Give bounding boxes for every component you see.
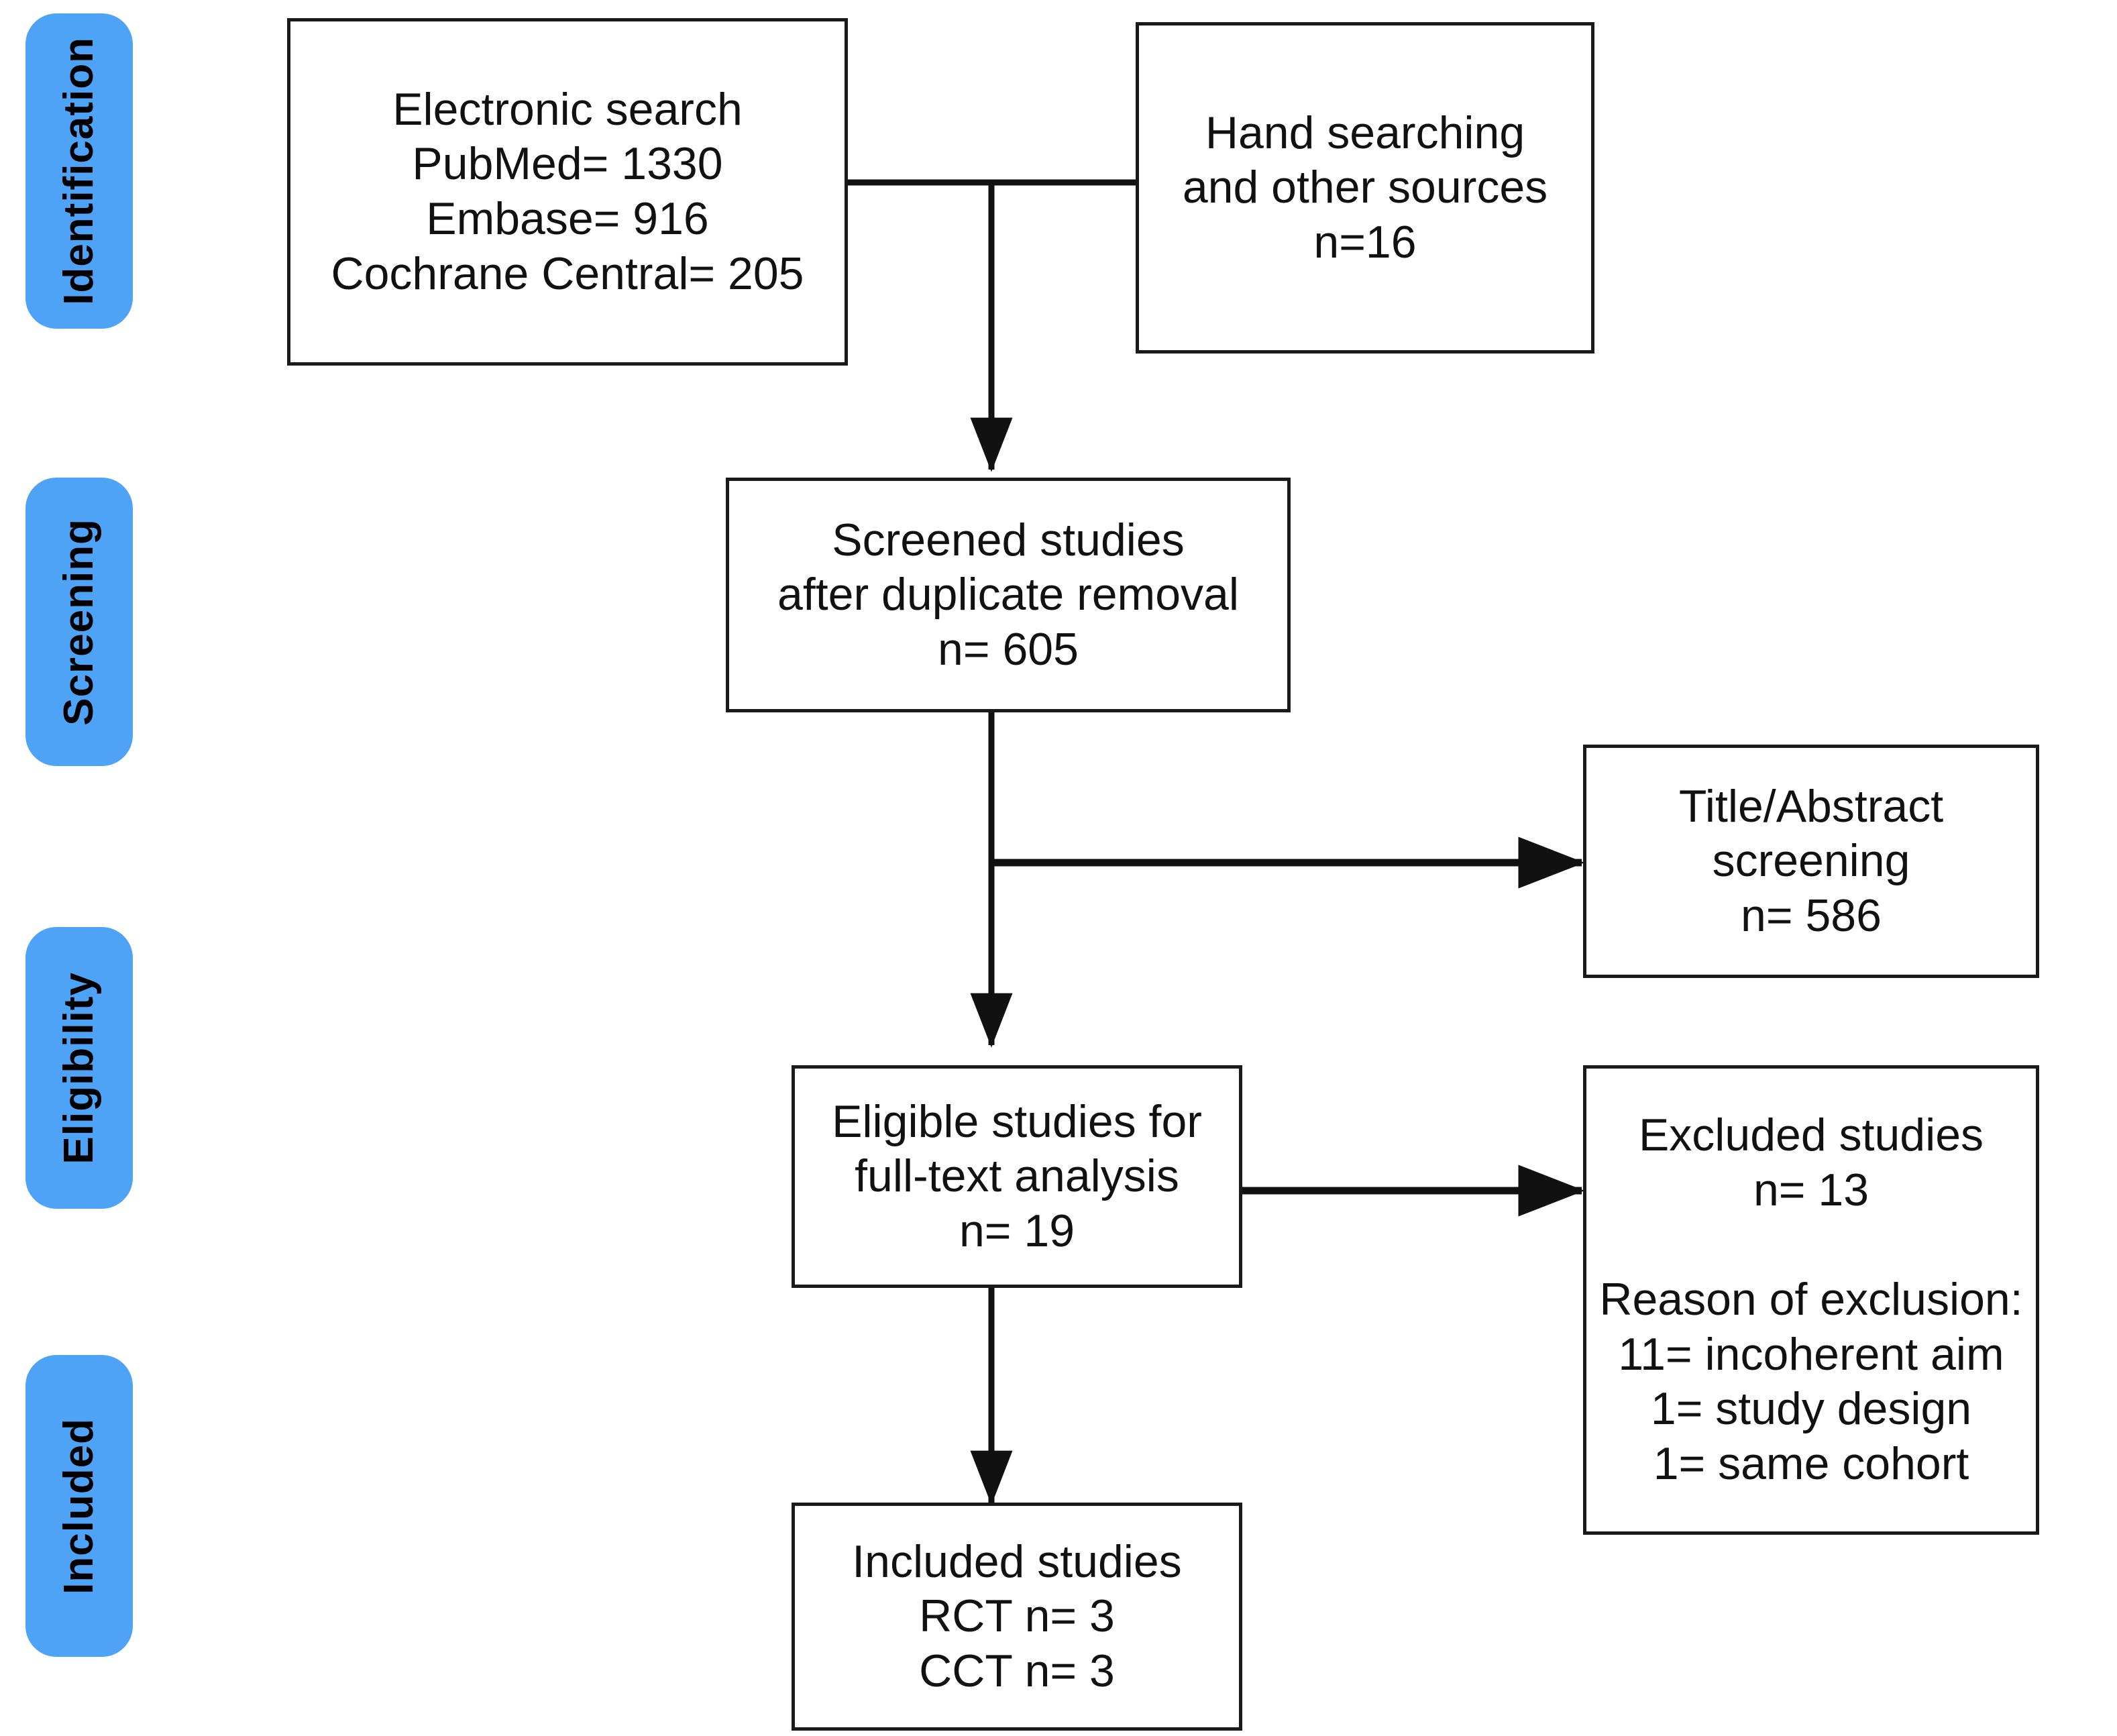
box-screened-studies: Screened studies after duplicate removal… — [726, 478, 1291, 712]
box-included-studies-text: Included studies RCT n= 3 CCT n= 3 — [852, 1535, 1182, 1696]
box-excluded-studies: Excluded studies n= 13 Reason of exclusi… — [1583, 1065, 2039, 1535]
box-title-abstract-screening: Title/Abstract screening n= 586 — [1583, 745, 2039, 978]
stage-label-screening: Screening — [56, 518, 102, 726]
box-hand-searching-text: Hand searching and other sources n=16 — [1182, 107, 1548, 268]
box-eligible-studies-text: Eligible studies for full-text analysis … — [832, 1095, 1202, 1256]
box-screened-studies-text: Screened studies after duplicate removal… — [777, 514, 1239, 675]
stage-label-identification: Identification — [56, 37, 102, 305]
box-electronic-search-text: Electronic search PubMed= 1330 Embase= 9… — [331, 83, 804, 299]
box-title-abstract-screening-text: Title/Abstract screening n= 586 — [1678, 780, 1944, 941]
box-electronic-search: Electronic search PubMed= 1330 Embase= 9… — [287, 18, 848, 366]
connector-search-join — [847, 179, 1137, 472]
stage-pill-included: Included — [25, 1355, 133, 1657]
stage-pill-screening: Screening — [25, 478, 133, 766]
stage-label-included: Included — [56, 1417, 102, 1594]
stage-pill-eligibility: Eligibility — [25, 927, 133, 1209]
box-excluded-studies-text: Excluded studies n= 13 Reason of exclusi… — [1599, 1109, 2023, 1489]
box-hand-searching: Hand searching and other sources n=16 — [1136, 22, 1594, 354]
box-included-studies: Included studies RCT n= 3 CCT n= 3 — [792, 1503, 1242, 1731]
stage-pill-identification: Identification — [25, 13, 133, 329]
box-eligible-studies: Eligible studies for full-text analysis … — [792, 1065, 1242, 1288]
stage-label-eligibility: Eligibility — [56, 971, 102, 1164]
